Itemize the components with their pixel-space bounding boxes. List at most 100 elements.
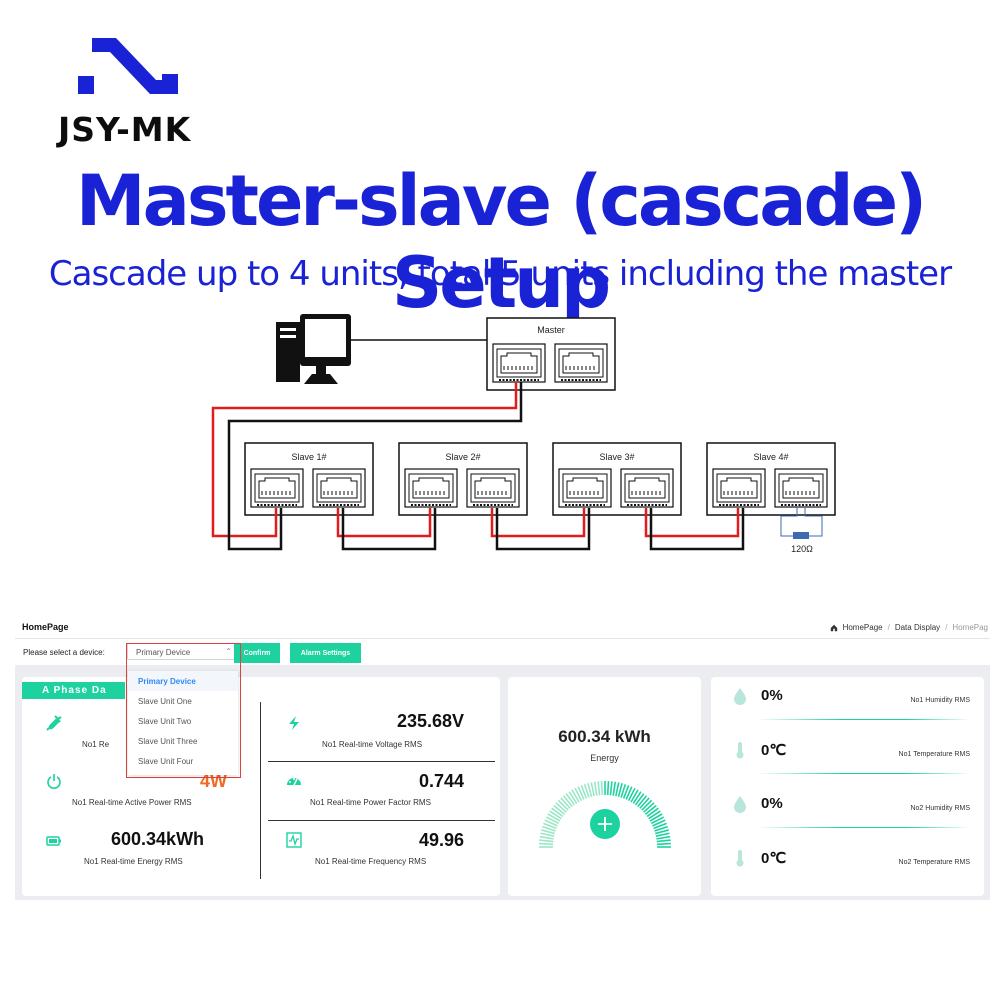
gauge-tick [655,829,669,835]
gauge-tick [656,835,671,840]
gauge-tick [544,819,558,827]
power-factor-label: No1 Real-time Power Factor RMS [310,798,431,807]
current-label: No1 Re [82,740,110,749]
gauge-tick [652,819,666,827]
web-dashboard: HomePage HomePage / Data Display / HomeP… [15,615,990,900]
env-label: No1 Humidity RMS [910,697,970,704]
gauge-tick [656,839,671,843]
sub-title: Cascade up to 4 units, total 5 units inc… [48,254,952,294]
gauge-tick [539,839,554,843]
voltage-label: No1 Real-time Voltage RMS [322,740,423,749]
device-dropdown: Primary Device Slave Unit One Slave Unit… [126,643,241,778]
dropdown-option-slave-three[interactable]: Slave Unit Three [138,736,198,746]
gauge-tick [634,793,645,806]
env-row: 0℃ No2 Temperature RMS [711,839,984,893]
home-icon [830,624,837,631]
gauge-tick [641,799,653,811]
gauge-tick [583,783,590,798]
gauge-tick [555,802,567,813]
wiring-diagram: Master Slave 1# Slave 2# Slave 3# Slave … [211,314,836,554]
gauge-tick [606,781,610,796]
gauge-tick [625,786,633,800]
gauge-tick [620,783,627,798]
gauge-tick [587,783,593,797]
energy-total-value: 600.34 kWh [558,727,651,746]
slave-label: Slave 2# [445,452,480,462]
breadcrumb-home[interactable]: HomePage [842,623,883,632]
waveform-icon [286,832,302,848]
gauge-tick [643,802,655,813]
droplet-icon [734,688,746,705]
gauge-tick [551,807,564,818]
power-icon [47,774,61,789]
master-slave1-wires [211,382,523,551]
slave-label: Slave 3# [599,452,634,462]
thermometer-icon [736,850,744,867]
lightning-icon [289,716,299,730]
gauge-tick [627,787,636,802]
dropdown-option-slave-one[interactable]: Slave Unit One [138,696,192,706]
gauge-tick [648,810,661,820]
gauge-tick [574,787,583,802]
gauge-tick [650,816,665,825]
frequency-label: No1 Real-time Frequency RMS [315,857,427,866]
phase-data-card: A Phase Da No1 Re 235.68V No1 Real-time … [22,677,500,896]
gauge-tick [547,813,561,822]
gauge-tick [593,781,598,796]
dropdown-option-primary-device[interactable]: Primary Device [128,671,238,691]
env-row: 0% No2 Humidity RMS [711,785,984,839]
voltage-value: 235.68V [396,711,464,731]
env-value: 0℃ [761,742,787,759]
gauge-tick [649,813,663,822]
gauge-tick [609,781,613,796]
frequency-value: 49.96 [418,830,464,850]
alarm-settings-button[interactable]: Alarm Settings [290,643,361,663]
confirm-button[interactable]: Confirm [234,643,280,663]
select-label: Please select a device: [23,648,105,657]
dropdown-option-slave-two[interactable]: Slave Unit Two [138,716,192,726]
gauge-tick [630,789,639,803]
gauge-tick [632,791,642,804]
gauge-tick [565,793,576,806]
power-factor-value: 0.744 [418,771,464,791]
master-device: Master [486,317,616,391]
gauge-tick [560,797,571,809]
breadcrumb-current: HomePag [952,623,988,632]
phase-tag: A Phase Da [22,682,125,699]
power-value: 4W [200,771,227,791]
gauge-tick [612,781,617,796]
env-row: 0% No1 Humidity RMS [711,677,984,731]
gauge-tick [617,783,623,797]
gauge-tick [541,829,555,835]
dropdown-option-slave-four[interactable]: Slave Unit Four [138,756,194,766]
droplet-icon [734,796,746,813]
thermometer-icon [736,742,744,759]
gauge-tick [637,795,648,808]
energy-total-label: Energy [590,753,619,763]
energy-card: 600.34 kWh Energy [508,677,701,896]
device-select-value: Primary Device [136,648,191,657]
env-label: No2 Temperature RMS [898,859,970,866]
breadcrumb: HomePage / Data Display / HomePag [830,623,988,632]
gauge-tick [545,816,560,825]
gauge-tick [539,842,554,846]
topbar: HomePage HomePage / Data Display / HomeP… [15,615,990,639]
gauge-tick [646,807,659,818]
gauge-tick [577,786,585,800]
gauge-tick [644,804,657,815]
gauge-tick [653,822,667,830]
gauge-tick [615,782,620,797]
env-value: 0% [761,687,783,704]
env-label: No1 Temperature RMS [898,751,970,758]
cascade-wires [336,508,745,551]
env-value: 0℃ [761,850,787,867]
master-label: Master [537,325,565,335]
brand-name: JSY-MK [58,110,192,149]
breadcrumb-data-display[interactable]: Data Display [894,623,941,632]
gauge-tick [639,797,650,809]
gauge-tick [655,832,670,837]
gauge-tick [553,804,566,815]
termination-resistor: 120Ω [780,508,823,554]
gauge-tick [654,825,669,832]
gauge-tick [549,810,562,820]
